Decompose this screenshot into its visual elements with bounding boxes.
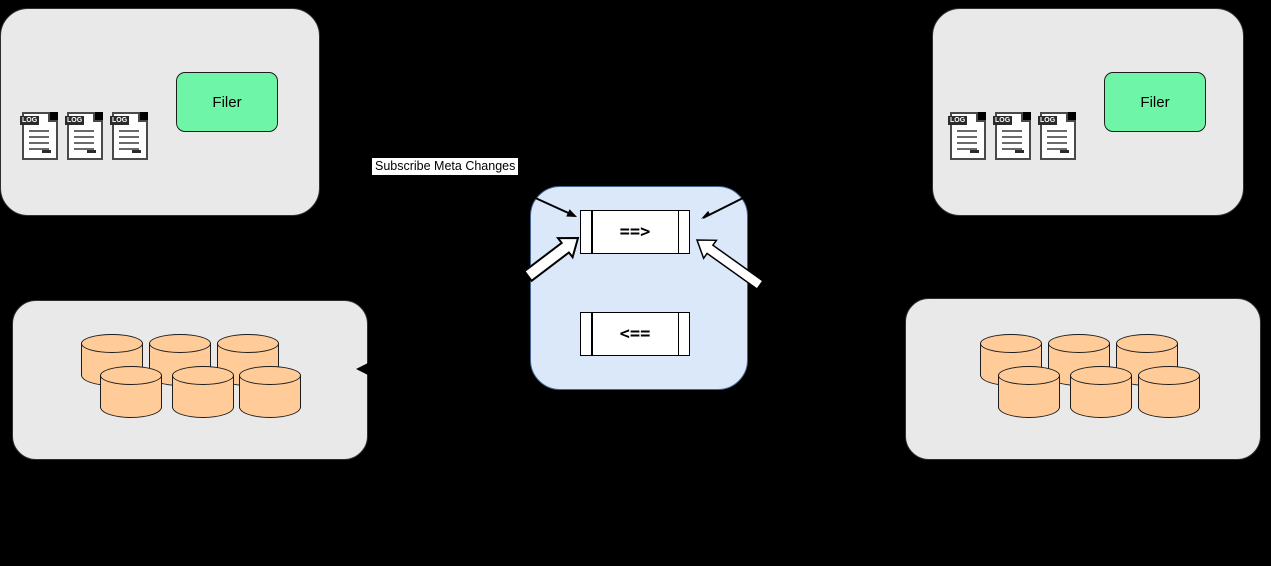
log-file-icon: LOG	[1038, 112, 1076, 160]
log-file-icon: LOG	[65, 112, 103, 160]
log-file-icon: LOG	[110, 112, 148, 160]
log-badge: LOG	[20, 116, 40, 125]
database-cylinder-icon	[239, 366, 301, 420]
page-fold-icon	[1066, 112, 1076, 122]
database-cylinder-icon	[172, 366, 234, 420]
page-fold-icon	[976, 112, 986, 122]
log-file-icon: LOG	[20, 112, 58, 160]
log-badge: LOG	[65, 116, 85, 125]
page-fold-icon	[48, 112, 58, 122]
log-badge: LOG	[1038, 116, 1058, 125]
page-fold-icon	[138, 112, 148, 122]
log-file-icon: LOG	[948, 112, 986, 160]
page-fold-icon	[93, 112, 103, 122]
database-cylinder-icon	[1138, 366, 1200, 420]
page-fold-icon	[1021, 112, 1031, 122]
log-badge: LOG	[948, 116, 968, 125]
log-badge: LOG	[110, 116, 130, 125]
log-badge: LOG	[993, 116, 1013, 125]
database-cylinder-icon	[998, 366, 1060, 420]
backward-stream-box: <==	[580, 312, 690, 356]
log-file-icon: LOG	[993, 112, 1031, 160]
right-filer-box: Filer	[1104, 72, 1206, 132]
forward-stream-box: ==>	[580, 210, 690, 254]
left-filer-box: Filer	[176, 72, 278, 132]
database-cylinder-icon	[1070, 366, 1132, 420]
subscribe-meta-changes-label: Subscribe Meta Changes	[372, 158, 519, 175]
database-cylinder-icon	[100, 366, 162, 420]
